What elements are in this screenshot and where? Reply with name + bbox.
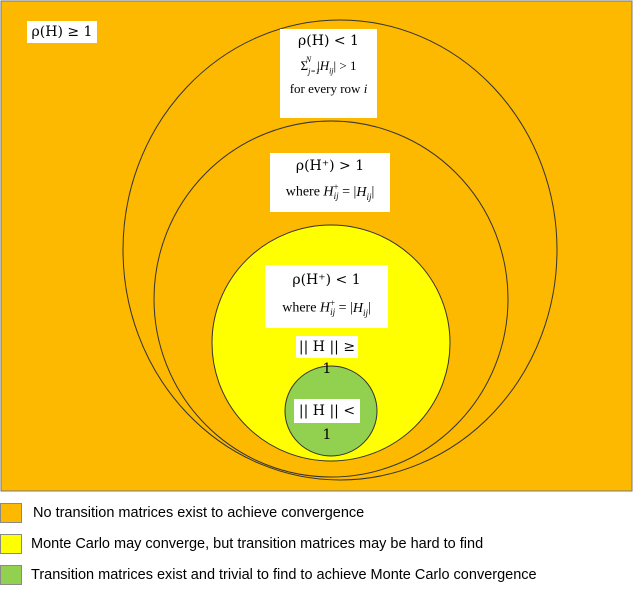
legend-swatch-yellow [0, 534, 22, 554]
circle1-line3: for every row i [289, 81, 368, 96]
outer-label-text: ρ(H) ≥ 1 [31, 24, 93, 40]
outer-region-label: ρ(H) ≥ 1 [27, 21, 97, 43]
circle2-line2: where H+ij = |Hij| [285, 182, 375, 202]
legend-item-orange: No transition matrices exist to achieve … [0, 501, 364, 525]
circle3-label-box: ρ(H⁺) < 1 where H+ij = |Hij| [265, 265, 388, 328]
circle1-line2: Σj=1N|Hij| > 1 [300, 55, 357, 76]
circle4-text: || H || < 1 [298, 403, 356, 443]
legend-text-green: Transition matrices exist and trivial to… [31, 567, 537, 583]
circle4-label: || H || < 1 [294, 399, 360, 443]
legend-item-yellow: Monte Carlo may converge, but transition… [0, 532, 483, 556]
legend-item-green: Transition matrices exist and trivial to… [0, 563, 537, 587]
legend-swatch-green [0, 565, 22, 585]
circle3-norm-text: || H || ≥ 1 [298, 339, 356, 377]
circle3-norm-label: || H || ≥ 1 [296, 336, 358, 377]
circle1-line1: ρ(H) < 1 [298, 33, 359, 49]
legend-text-yellow: Monte Carlo may converge, but transition… [31, 536, 484, 552]
circle2-label: ρ(H⁺) > 1 where H+ij = |Hij| [270, 153, 390, 212]
legend-swatch-orange [0, 503, 22, 523]
circle2-line1: ρ(H⁺) > 1 [295, 158, 365, 174]
legend-text-orange: No transition matrices exist to achieve … [33, 505, 365, 521]
circle1-label: ρ(H) < 1 Σj=1N|Hij| > 1 for every row i [280, 29, 377, 118]
circle3-line1: ρ(H⁺) < 1 [292, 272, 361, 288]
circle3-line2: where H+ij = |Hij| [282, 298, 371, 318]
